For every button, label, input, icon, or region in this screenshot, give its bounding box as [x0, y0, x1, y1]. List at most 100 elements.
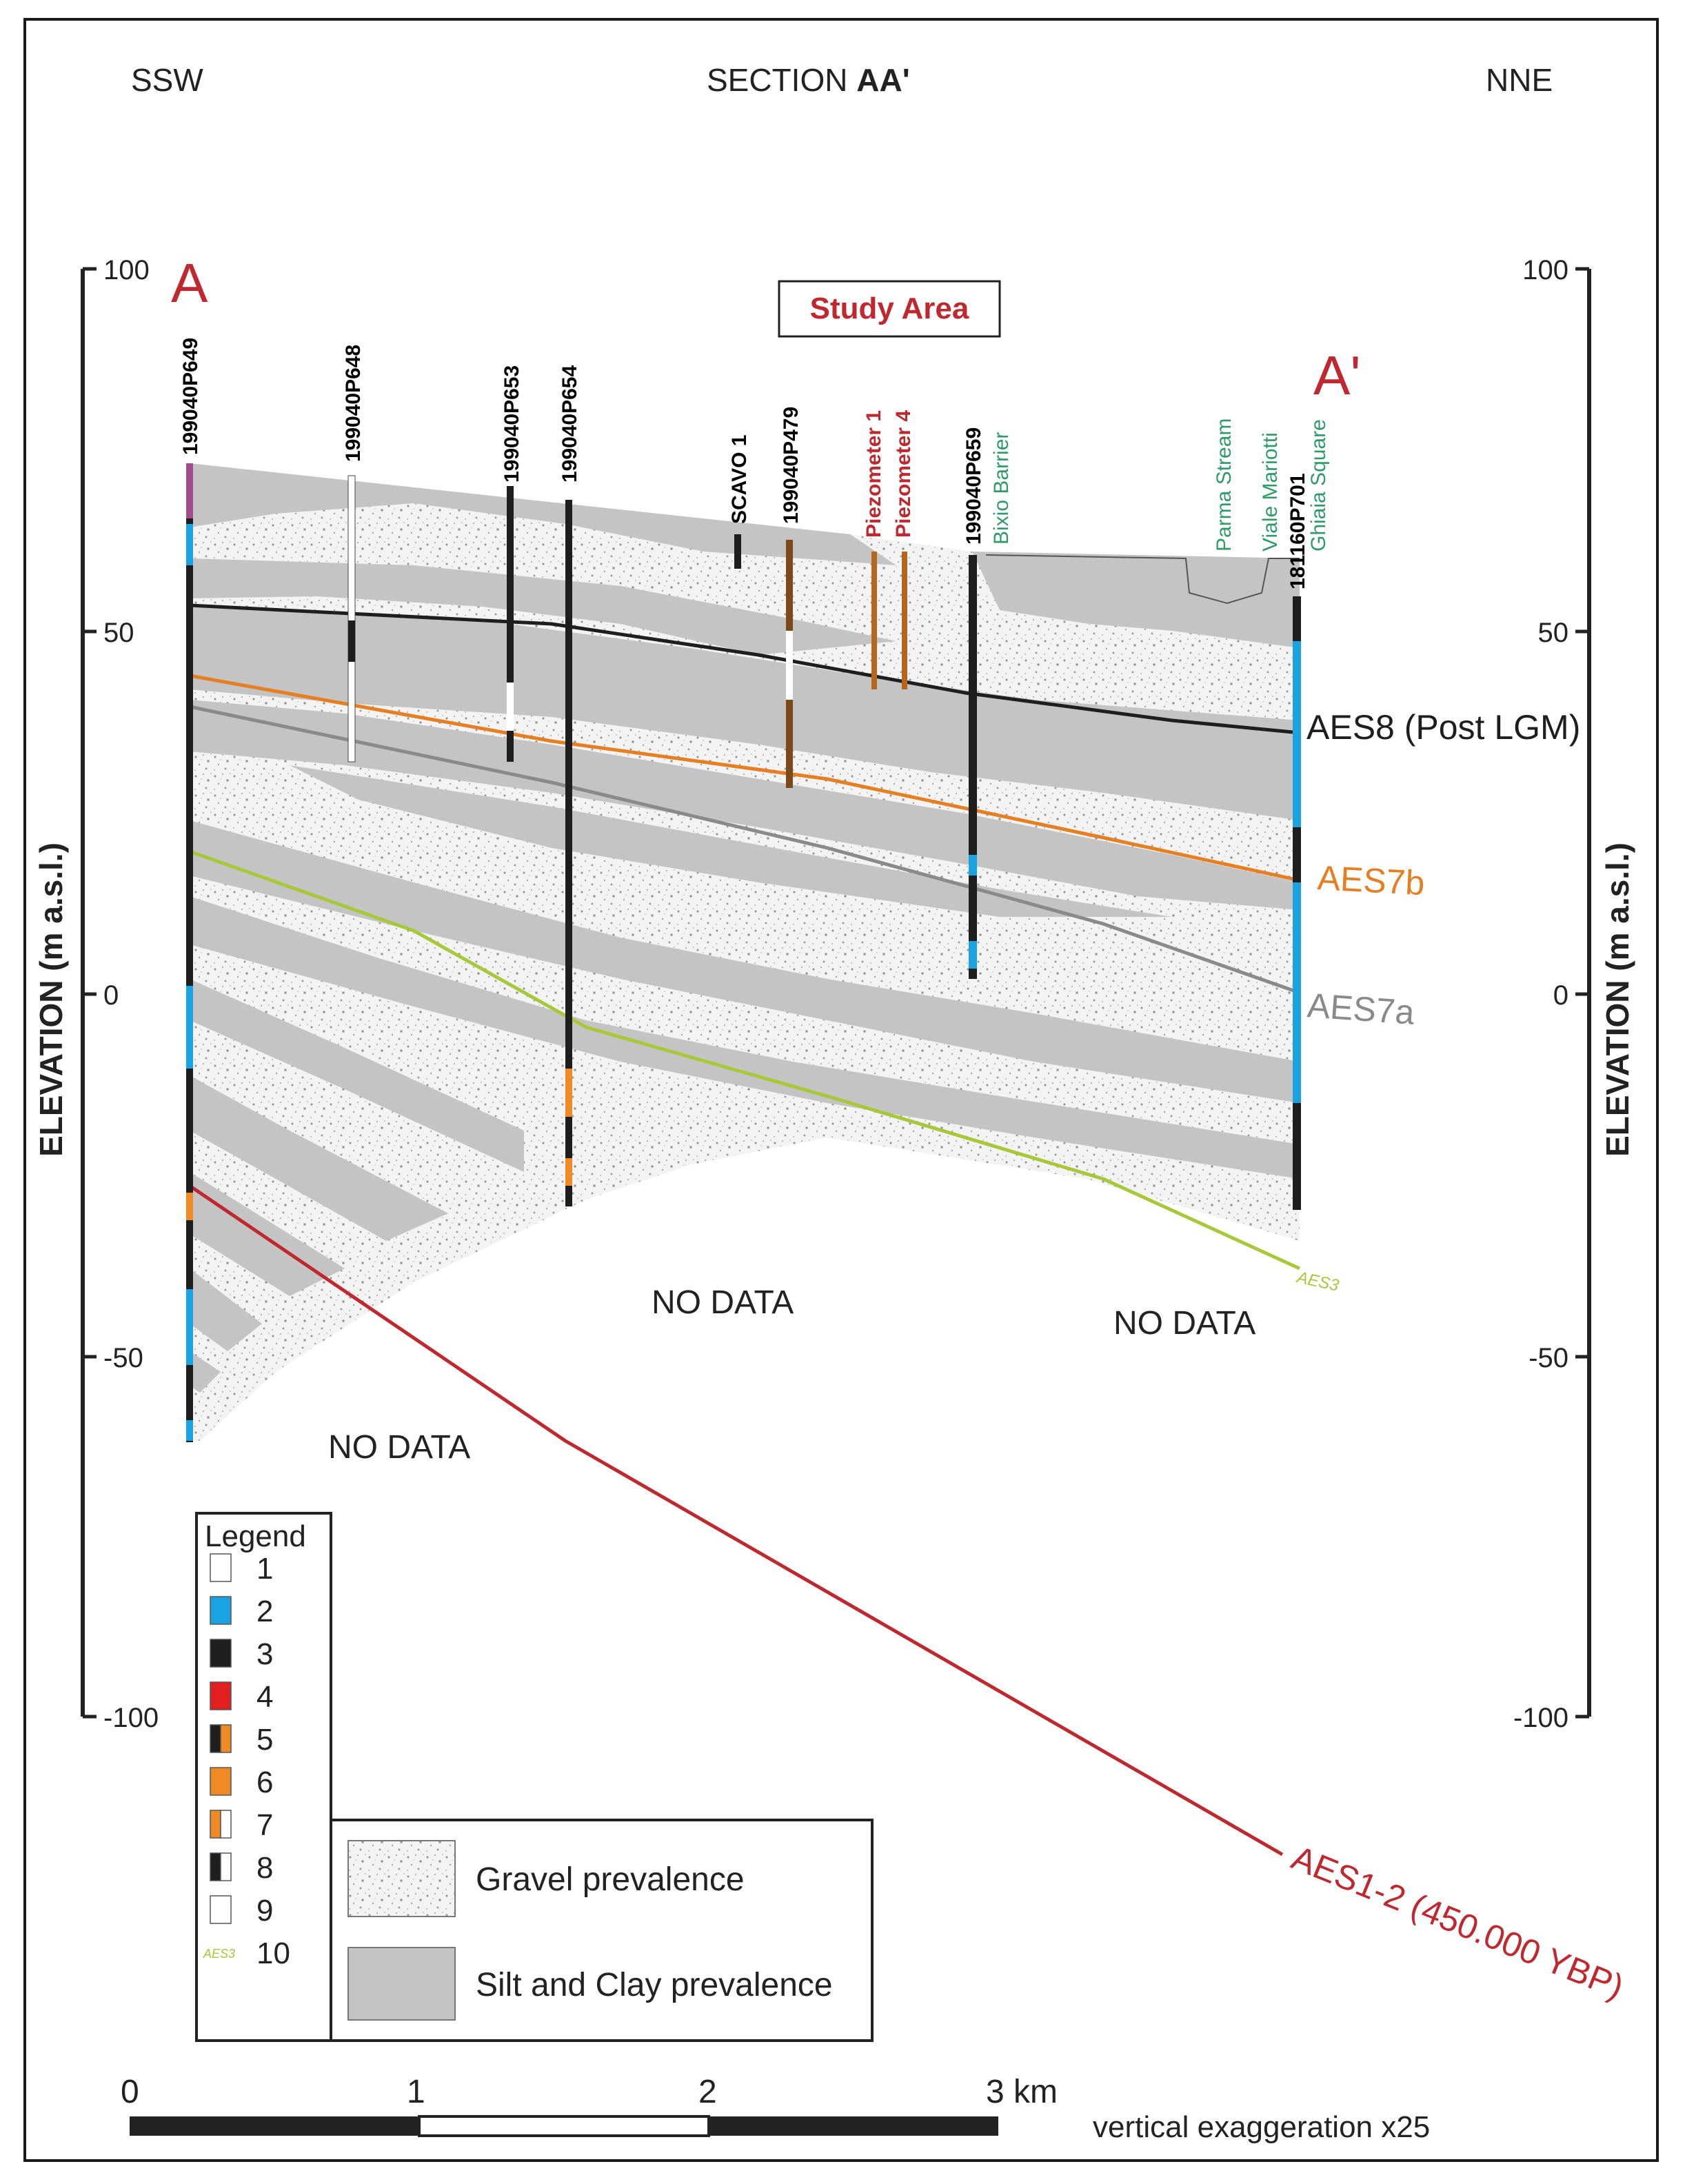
borehole-column — [734, 534, 741, 569]
boundary-label-aes1-2: AES1-2 (450.000 YBP) — [1287, 1838, 1629, 2006]
borehole-column — [871, 552, 877, 689]
legend-swatch — [210, 1639, 232, 1668]
boundary-label-aes7b: AES7b — [1316, 858, 1425, 902]
legend-item: 8 — [210, 1851, 273, 1885]
legend-item: 6 — [210, 1766, 273, 1799]
boundary-aes3 — [189, 849, 1301, 1271]
axis-tick-label: -50 — [1528, 1343, 1568, 1373]
facies-label: Gravel prevalence — [476, 1861, 745, 1898]
legend-item: 9 — [210, 1894, 273, 1928]
borehole-label: 199040P479 — [780, 407, 803, 524]
legend-item: 4 — [210, 1680, 273, 1714]
legend-item: 3 — [210, 1637, 273, 1671]
borehole-label: Bixio Barrier — [990, 432, 1013, 545]
axis-title: ELEVATION (m a.s.l.) — [33, 842, 69, 1157]
scale-segment — [130, 2116, 419, 2136]
boundary-aes7b — [189, 674, 1300, 882]
axis-title: ELEVATION (m a.s.l.) — [1600, 842, 1635, 1157]
legend-swatch — [210, 1895, 232, 1924]
boundary-aes7a — [189, 705, 1300, 995]
no-data-label: NO DATA — [328, 1429, 470, 1466]
legend-swatch — [210, 1852, 221, 1881]
axis-tick-label: 100 — [103, 255, 150, 285]
legend-item-label: 4 — [256, 1680, 273, 1714]
direction-right: NNE — [1486, 62, 1553, 98]
scale-segment — [418, 2115, 710, 2137]
borehole-segment — [565, 1069, 572, 1117]
clay-layer — [190, 979, 524, 1172]
borehole-column — [902, 552, 907, 689]
boundary-surfaces — [188, 603, 1301, 1857]
borehole-labels: 199040P649 199040P648 199040P653 199040P… — [179, 338, 1330, 589]
borehole-label: 199040P653 — [501, 365, 523, 483]
borehole-segment — [969, 855, 977, 876]
section-title-bold: AA' — [856, 62, 909, 98]
study-area-label: Study Area — [810, 292, 969, 325]
borehole-segment — [186, 1193, 193, 1220]
clay-layer — [972, 552, 1300, 648]
facies-legend: Gravel prevalence Silt and Clay prevalen… — [330, 1819, 874, 2042]
legend-swatch — [210, 1724, 221, 1753]
legend-item-label: 5 — [256, 1723, 273, 1757]
stream-bed-line — [985, 554, 1300, 605]
legend-item-label: 6 — [256, 1766, 273, 1799]
legend-swatch — [210, 1810, 221, 1839]
borehole-segment — [969, 941, 977, 969]
boundary-label-aes3: AES3 — [1294, 1268, 1341, 1295]
borehole-segment — [186, 986, 193, 1069]
borehole-label: Piezometer 4 — [892, 410, 915, 538]
scale-segment — [709, 2116, 998, 2136]
scale-tick-label: 3 km — [986, 2074, 1058, 2110]
axis-tick-label: -50 — [103, 1343, 143, 1373]
scale-tick-label: 1 — [407, 2074, 425, 2110]
axis-tick-label: -100 — [103, 1703, 159, 1733]
legend-swatch — [220, 1852, 232, 1881]
borehole-label: 199040P659 — [962, 427, 985, 545]
axis-tick-label: -100 — [1513, 1703, 1568, 1733]
right-axis: 100 50 0 -50 -100 ELEVATION (m a.s.l.) — [1513, 255, 1635, 1733]
boundary-label-aes8: AES8 (Post LGM) — [1306, 708, 1580, 747]
clay-layer — [290, 765, 1172, 917]
no-data-label: NO DATA — [1113, 1305, 1255, 1342]
legend-item-label: 1 — [256, 1552, 273, 1586]
study-area-box — [778, 280, 1001, 338]
section-title-prefix: SECTION — [707, 62, 856, 98]
borehole-segment — [786, 631, 793, 700]
borehole-label: Piezometer 1 — [862, 410, 885, 538]
borehole-segment — [186, 1289, 193, 1365]
clay-layer — [190, 1075, 448, 1241]
borehole-segment — [186, 1420, 193, 1441]
clay-layer — [190, 820, 1300, 1103]
legend-swatch-tag: AES3 — [203, 1947, 235, 1961]
boundary-aes8 — [189, 603, 1300, 735]
boundary-aes1-2 — [188, 1184, 1284, 1857]
borehole-label: SCAVO 1 — [728, 435, 751, 524]
vertical-exaggeration: vertical exaggeration x25 — [1093, 2110, 1430, 2144]
legend-title: Legend — [205, 1519, 306, 1553]
clay-layer — [190, 558, 896, 655]
legend-item-label: 9 — [256, 1894, 273, 1928]
legend-item-label: 2 — [256, 1595, 273, 1628]
axis-tick-label: 0 — [1553, 980, 1568, 1011]
borehole-label: 199040P654 — [558, 365, 581, 483]
axis-tick-label: 0 — [103, 980, 119, 1011]
clay-layer — [1131, 731, 1300, 779]
borehole-label: 199040P649 — [179, 338, 202, 455]
scale-bar: 0 1 2 3 km vertical exaggeration x25 — [121, 2074, 1430, 2144]
legend-swatch — [210, 1767, 232, 1796]
borehole-label: Ghiaia Square — [1307, 419, 1330, 552]
facies-label: Silt and Clay prevalence — [476, 1967, 833, 2003]
legend-swatch — [220, 1724, 232, 1753]
borehole-segment — [186, 463, 193, 518]
clay-layers — [190, 463, 1300, 1393]
legend-item-label: 3 — [256, 1637, 273, 1671]
gravel-swatch — [347, 1840, 456, 1917]
axis-tick-label: 50 — [103, 618, 134, 648]
legend-swatch — [210, 1596, 232, 1625]
borehole-label: Parma Stream — [1213, 418, 1235, 552]
borehole-column — [347, 475, 356, 762]
